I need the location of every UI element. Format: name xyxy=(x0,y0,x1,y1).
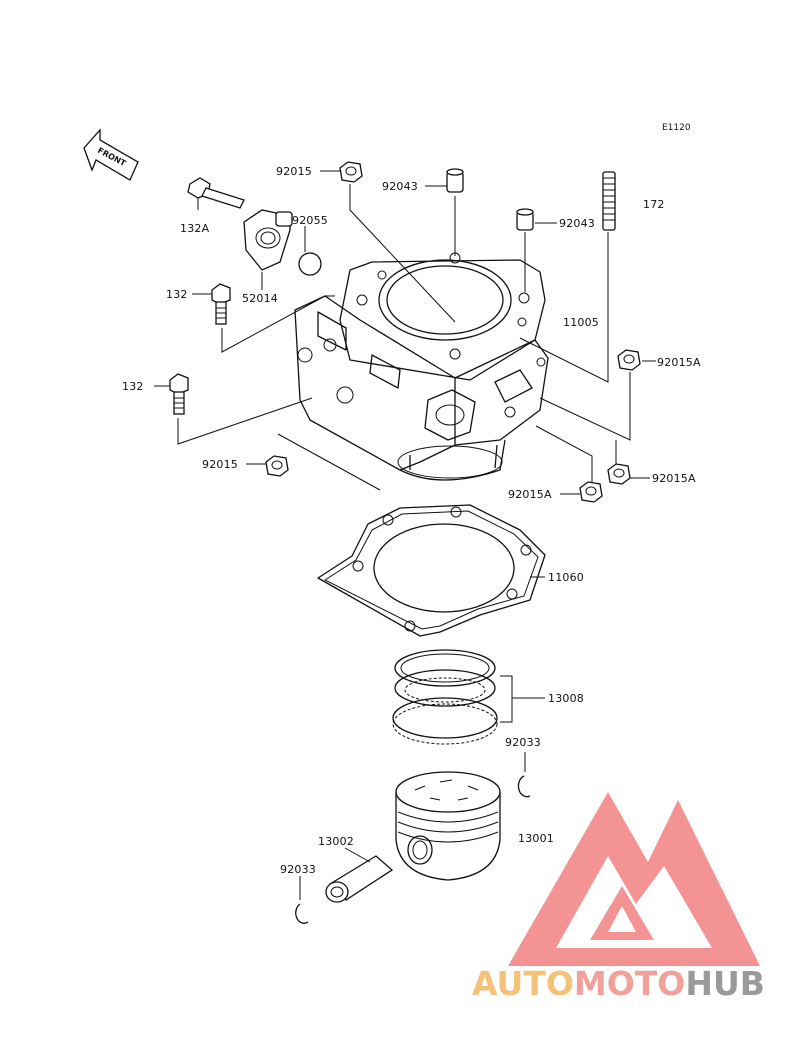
nut-92015a-low xyxy=(607,463,631,485)
dowel-pin-2 xyxy=(516,208,534,231)
label-132-b: 132 xyxy=(122,380,144,393)
label-13002: 13002 xyxy=(318,835,354,848)
label-11005: 11005 xyxy=(563,316,599,329)
clip-lower xyxy=(295,903,309,924)
label-92015a-c: 92015A xyxy=(508,488,552,501)
part-labels: 92015 92043 172 132A 92055 92043 132 520… xyxy=(122,165,701,876)
label-92015-bottom: 92015 xyxy=(202,458,238,471)
nut-92015a-mid xyxy=(579,481,603,503)
automotohub-watermark: AUTOMOTOHUB xyxy=(472,792,765,1003)
nut-92015-top xyxy=(339,161,363,183)
nut-92015a-right xyxy=(617,349,641,371)
label-92033-b: 92033 xyxy=(280,863,316,876)
label-13001: 13001 xyxy=(518,832,554,845)
stud-bolt xyxy=(602,171,616,231)
watermark-part1: AUTO xyxy=(472,964,574,1003)
label-11060: 11060 xyxy=(548,571,584,584)
leader-lines xyxy=(154,170,656,900)
clip-upper xyxy=(517,775,531,798)
label-52014: 52014 xyxy=(242,292,278,305)
base-gasket xyxy=(317,504,546,637)
svg-text:AUTOMOTOHUB: AUTOMOTOHUB xyxy=(472,964,765,1003)
label-92015-top: 92015 xyxy=(276,165,312,178)
piston-pin xyxy=(325,855,394,903)
o-ring xyxy=(298,252,322,276)
label-92015a-a: 92015A xyxy=(657,356,701,369)
label-92033-a: 92033 xyxy=(505,736,541,749)
watermark-part3: HUB xyxy=(685,964,765,1003)
bolt-132a xyxy=(187,177,245,209)
watermark-part2: MOTO xyxy=(574,964,685,1003)
cylinder-block xyxy=(294,252,549,481)
bolt-132-upper xyxy=(211,283,231,325)
label-132-a: 132 xyxy=(166,288,188,301)
label-92043-b: 92043 xyxy=(559,217,595,230)
piston xyxy=(395,771,501,881)
dowel-pin-1 xyxy=(446,168,464,193)
label-172: 172 xyxy=(643,198,665,211)
label-132a: 132A xyxy=(180,222,210,235)
label-92015a-b: 92015A xyxy=(652,472,696,485)
label-92043-a: 92043 xyxy=(382,180,418,193)
piston-rings xyxy=(392,649,498,745)
nut-92015-bottom xyxy=(265,455,289,477)
water-fitting xyxy=(243,209,293,271)
watermark-triangle-logo xyxy=(508,792,760,966)
bolt-132-lower xyxy=(169,373,189,415)
front-arrow: FRONT xyxy=(83,128,139,181)
label-92055: 92055 xyxy=(292,214,328,227)
diagram-code: E1120 xyxy=(662,123,691,133)
label-13008: 13008 xyxy=(548,692,584,705)
